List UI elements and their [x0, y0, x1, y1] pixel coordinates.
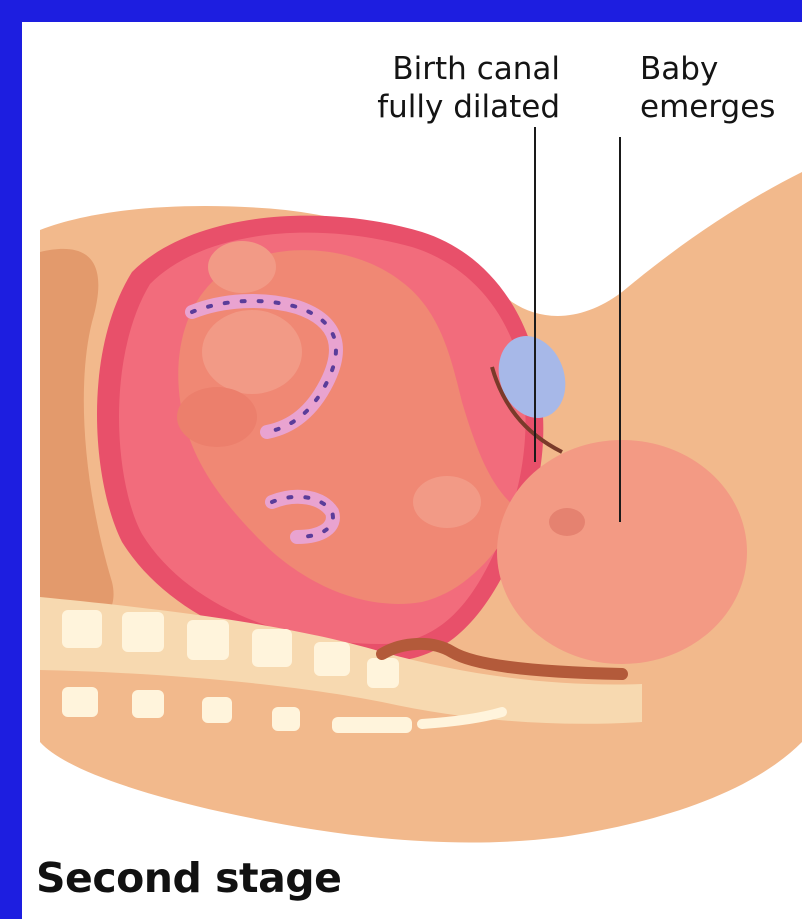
stage-caption: Second stage — [36, 854, 341, 902]
baby-ear — [549, 508, 585, 536]
baby-hand — [413, 476, 481, 528]
baby-label: Baby emerges — [640, 50, 800, 126]
birth-canal-label-line2: fully dilated — [340, 88, 560, 126]
birth-canal-label: Birth canal fully dilated — [340, 50, 560, 126]
birth-diagram — [22, 22, 802, 919]
baby-head — [497, 440, 747, 664]
baby-thigh — [177, 387, 257, 447]
baby-label-line2: emerges — [640, 88, 800, 126]
illustration-panel: Birth canal fully dilated Baby emerges S… — [22, 22, 802, 919]
baby-knee — [202, 310, 302, 394]
birth-canal-label-line1: Birth canal — [340, 50, 560, 88]
baby-label-line1: Baby — [640, 50, 800, 88]
baby-foot — [208, 241, 276, 293]
